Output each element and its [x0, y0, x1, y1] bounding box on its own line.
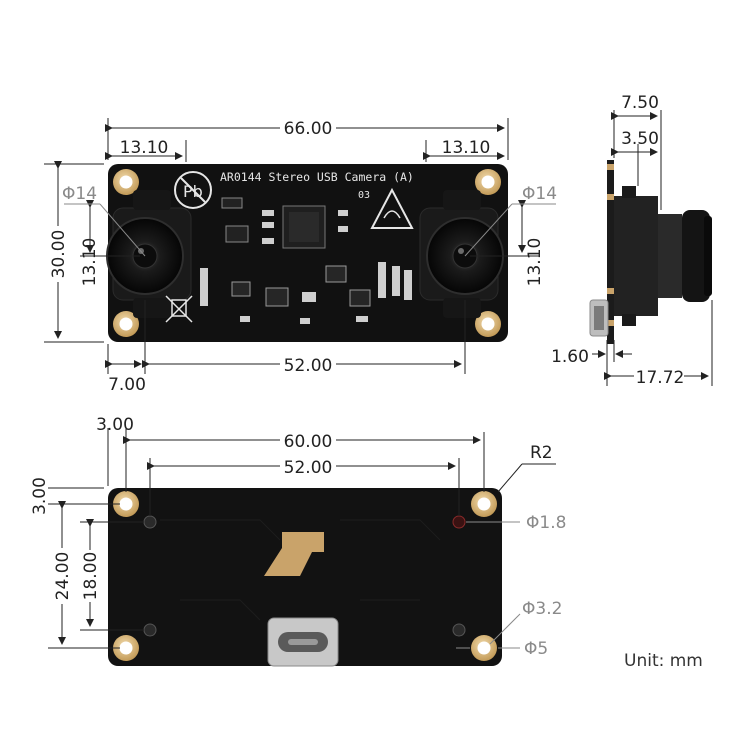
dim-top-height: 30.00	[44, 161, 104, 343]
dim-bottom-inner-height-label: 18.00	[81, 552, 101, 601]
small-hole-top-left	[143, 515, 157, 529]
bottom-copper-pad	[264, 532, 324, 576]
dim-corner-radius-label: R2	[530, 443, 553, 463]
dim-bottom-height-label: 24.00	[53, 552, 73, 601]
dim-side-board-thickness-label: 1.60	[551, 347, 589, 367]
dim-lens-vertical-left: 13.10	[80, 200, 140, 287]
side-view: 7.50 3.50 1.60 17.72	[551, 93, 713, 388]
dim-lens-spacing: 52.00	[107, 300, 466, 376]
dim-side-lens-depth: 3.50	[611, 129, 659, 186]
weee-icon	[165, 295, 193, 323]
dim-side-total-depth-label: 7.50	[621, 93, 659, 113]
dim-lens-offset-right-label: 13.10	[442, 138, 491, 158]
dim-hole-inner-label: Φ3.2	[522, 599, 562, 619]
bottom-view: 3.00 60.00 52.00 R2 3.00	[30, 415, 566, 667]
main-chip	[282, 205, 326, 249]
pb-free-icon: Pb	[174, 171, 212, 209]
lens-right	[419, 190, 504, 318]
dim-side-lens-depth-label: 3.50	[621, 129, 659, 149]
dim-lens-diameter-right-label: Φ14	[522, 184, 557, 204]
dim-hole-inner: Φ3.2	[489, 599, 562, 645]
dim-bottom-inner-height: 18.00	[78, 519, 144, 631]
dim-small-hole: Φ1.8	[466, 513, 566, 533]
dim-lens-vertical-right-label: 13.10	[525, 238, 545, 287]
dim-bottom-hole-spacing-inner-label: 52.00	[284, 458, 333, 478]
dim-small-hole-label: Φ1.8	[526, 513, 566, 533]
dim-lens-vertical-right: 13.10	[470, 200, 545, 287]
dim-bottom-hole-spacing-inner: 52.00	[147, 455, 460, 516]
bottom-mount-holes	[113, 491, 497, 661]
dim-bottom-edge-y: 3.00	[30, 477, 120, 515]
dim-hole-outer-label: Φ5	[524, 639, 548, 659]
silkscreen-code: 03	[358, 190, 370, 201]
dim-bottom-edge-y-label: 3.00	[30, 477, 50, 515]
dim-lens-offset-left-label: 13.10	[120, 138, 169, 158]
usb-c-connector	[267, 617, 339, 667]
dim-lens-diameter-left-label: Φ14	[62, 184, 97, 204]
lens-left	[106, 190, 192, 318]
dim-lens-diameter-left: Φ14	[62, 184, 146, 257]
dim-bottom-hole-spacing-outer-label: 60.00	[284, 432, 333, 452]
pcb-components	[200, 197, 412, 324]
dim-corner-radius: R2	[497, 443, 556, 493]
dim-side-overall-length: 17.72	[604, 300, 713, 388]
top-view: Pb AR0144 Stereo USB Camera (A) 03	[44, 116, 557, 395]
small-hole-bottom-left	[143, 623, 157, 637]
dim-bottom-height: 24.00	[48, 501, 120, 649]
dim-side-overall-length-label: 17.72	[636, 368, 685, 388]
dim-lens-offset-right: 13.10	[423, 138, 505, 162]
small-hole-top-right	[452, 515, 466, 529]
top-mount-holes	[113, 169, 501, 337]
side-pcb	[607, 160, 614, 344]
bottom-board	[108, 488, 502, 666]
esd-icon	[370, 187, 414, 229]
dim-top-height-label: 30.00	[49, 230, 69, 279]
dim-bottom-edge-x: 3.00	[96, 415, 134, 492]
small-hole-bottom-right	[452, 623, 466, 637]
dim-top-width-label: 66.00	[284, 119, 333, 139]
dim-bottom-hole-spacing-outer: 60.00	[123, 429, 485, 492]
silkscreen-title: AR0144 Stereo USB Camera (A)	[220, 170, 414, 184]
dim-side-board-thickness: 1.60	[551, 340, 632, 386]
unit-label: Unit: mm	[624, 651, 703, 671]
dim-hole-offset-label: 7.00	[108, 375, 146, 395]
dim-lens-diameter-right: Φ14	[464, 184, 557, 257]
dim-lens-vertical-left-label: 13.10	[80, 238, 100, 287]
dim-lens-spacing-label: 52.00	[284, 356, 333, 376]
dim-bottom-edge-x-label: 3.00	[96, 415, 134, 435]
dim-side-total-depth: 7.50	[611, 93, 662, 210]
dim-lens-offset-left: 13.10	[105, 138, 187, 162]
side-lens-barrel	[658, 214, 682, 298]
dim-hole-offset: 7.00	[105, 360, 146, 395]
pb-mark-text: Pb	[183, 182, 203, 201]
dim-hole-outer: Φ5	[456, 639, 548, 659]
